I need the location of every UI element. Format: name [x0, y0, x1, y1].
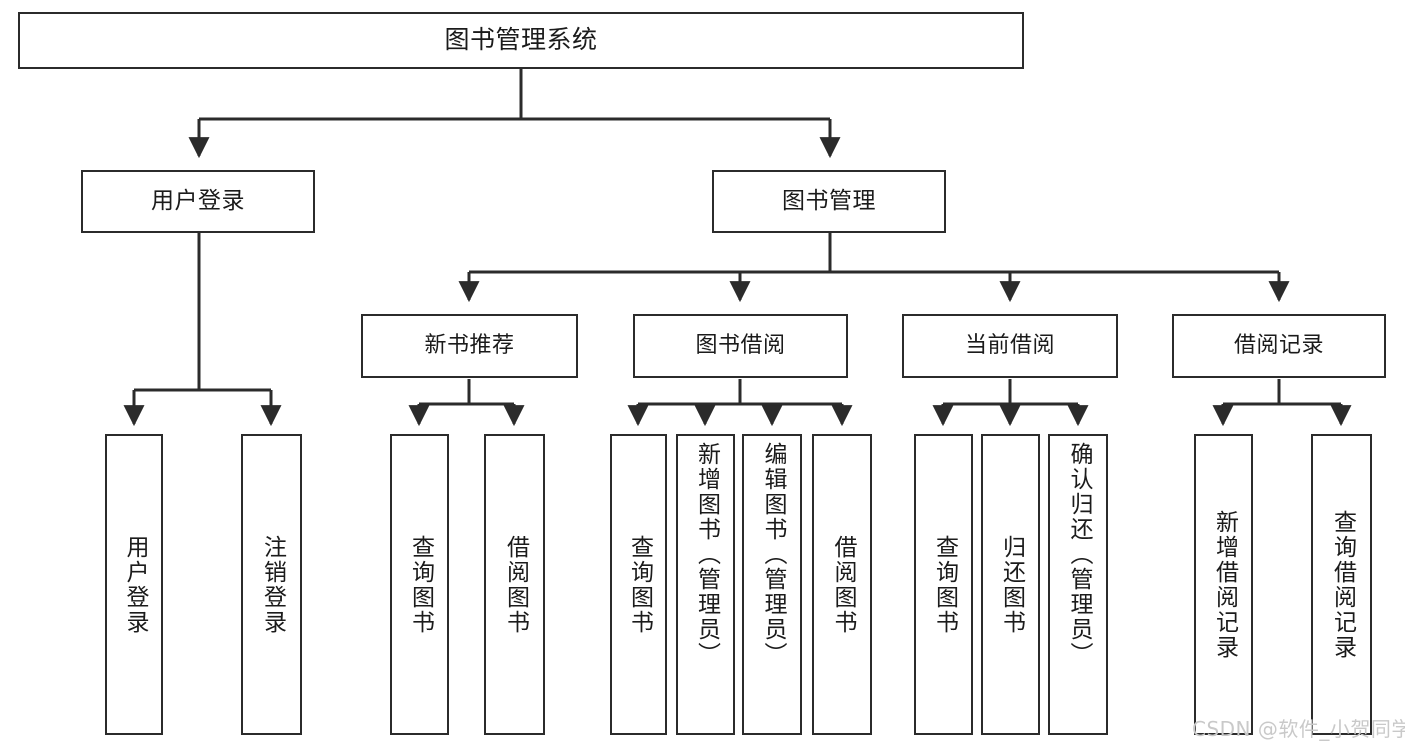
- node-book-borrow[interactable]: 图书借阅: [633, 314, 848, 378]
- leaf-return-book[interactable]: 归还图书: [981, 434, 1040, 735]
- leaf-return-book-label: 归还图书: [998, 534, 1025, 635]
- leaf-borrow-book-recommend-label: 借阅图书: [502, 534, 529, 635]
- leaf-query-borrow-record-label: 查询借阅记录: [1329, 509, 1356, 660]
- leaf-user-login[interactable]: 用户登录: [105, 434, 163, 735]
- node-book-management[interactable]: 图书管理: [712, 170, 946, 233]
- leaf-edit-book-admin[interactable]: 编辑图书（管理员）: [742, 434, 802, 735]
- leaf-add-book-admin-label: 新增图书（管理员）: [693, 442, 720, 667]
- leaf-user-login-label: 用户登录: [121, 534, 148, 635]
- node-root-label: 图书管理系统: [444, 25, 598, 55]
- node-book-borrow-label: 图书借阅: [695, 333, 786, 359]
- leaf-query-borrow-record[interactable]: 查询借阅记录: [1311, 434, 1372, 735]
- leaf-confirm-return-admin[interactable]: 确认归还（管理员）: [1048, 434, 1108, 735]
- node-user-login[interactable]: 用户登录: [81, 170, 315, 233]
- leaf-edit-book-admin-label: 编辑图书（管理员）: [759, 442, 786, 667]
- node-new-book-recommend[interactable]: 新书推荐: [361, 314, 578, 378]
- leaf-query-book-borrow-label: 查询图书: [626, 534, 653, 635]
- leaf-query-book-recommend[interactable]: 查询图书: [390, 434, 449, 735]
- leaf-add-borrow-record[interactable]: 新增借阅记录: [1194, 434, 1253, 735]
- leaf-query-book-recommend-label: 查询图书: [407, 534, 434, 635]
- node-root[interactable]: 图书管理系统: [18, 12, 1024, 69]
- node-current-borrow-label: 当前借阅: [964, 333, 1055, 359]
- leaf-query-book-current-label: 查询图书: [931, 534, 958, 635]
- leaf-add-book-admin[interactable]: 新增图书（管理员）: [676, 434, 735, 735]
- node-book-management-label: 图书管理: [782, 188, 876, 215]
- leaf-logout-label: 注销登录: [259, 534, 286, 635]
- leaf-borrow-book-recommend[interactable]: 借阅图书: [484, 434, 545, 735]
- csdn-watermark: CSDN @软件_小贺同学: [1192, 717, 1405, 741]
- node-new-book-recommend-label: 新书推荐: [424, 333, 515, 359]
- leaf-confirm-return-admin-label: 确认归还（管理员）: [1065, 442, 1092, 667]
- leaf-add-borrow-record-label: 新增借阅记录: [1211, 509, 1238, 660]
- node-current-borrow[interactable]: 当前借阅: [902, 314, 1118, 378]
- node-user-login-label: 用户登录: [151, 188, 245, 215]
- node-borrow-record-label: 借阅记录: [1233, 333, 1324, 359]
- node-borrow-record[interactable]: 借阅记录: [1172, 314, 1386, 378]
- leaf-query-book-current[interactable]: 查询图书: [914, 434, 973, 735]
- leaf-query-book-borrow[interactable]: 查询图书: [610, 434, 667, 735]
- leaf-borrow-book-borrow-label: 借阅图书: [829, 534, 856, 635]
- leaf-borrow-book-borrow[interactable]: 借阅图书: [812, 434, 872, 735]
- leaf-logout[interactable]: 注销登录: [241, 434, 302, 735]
